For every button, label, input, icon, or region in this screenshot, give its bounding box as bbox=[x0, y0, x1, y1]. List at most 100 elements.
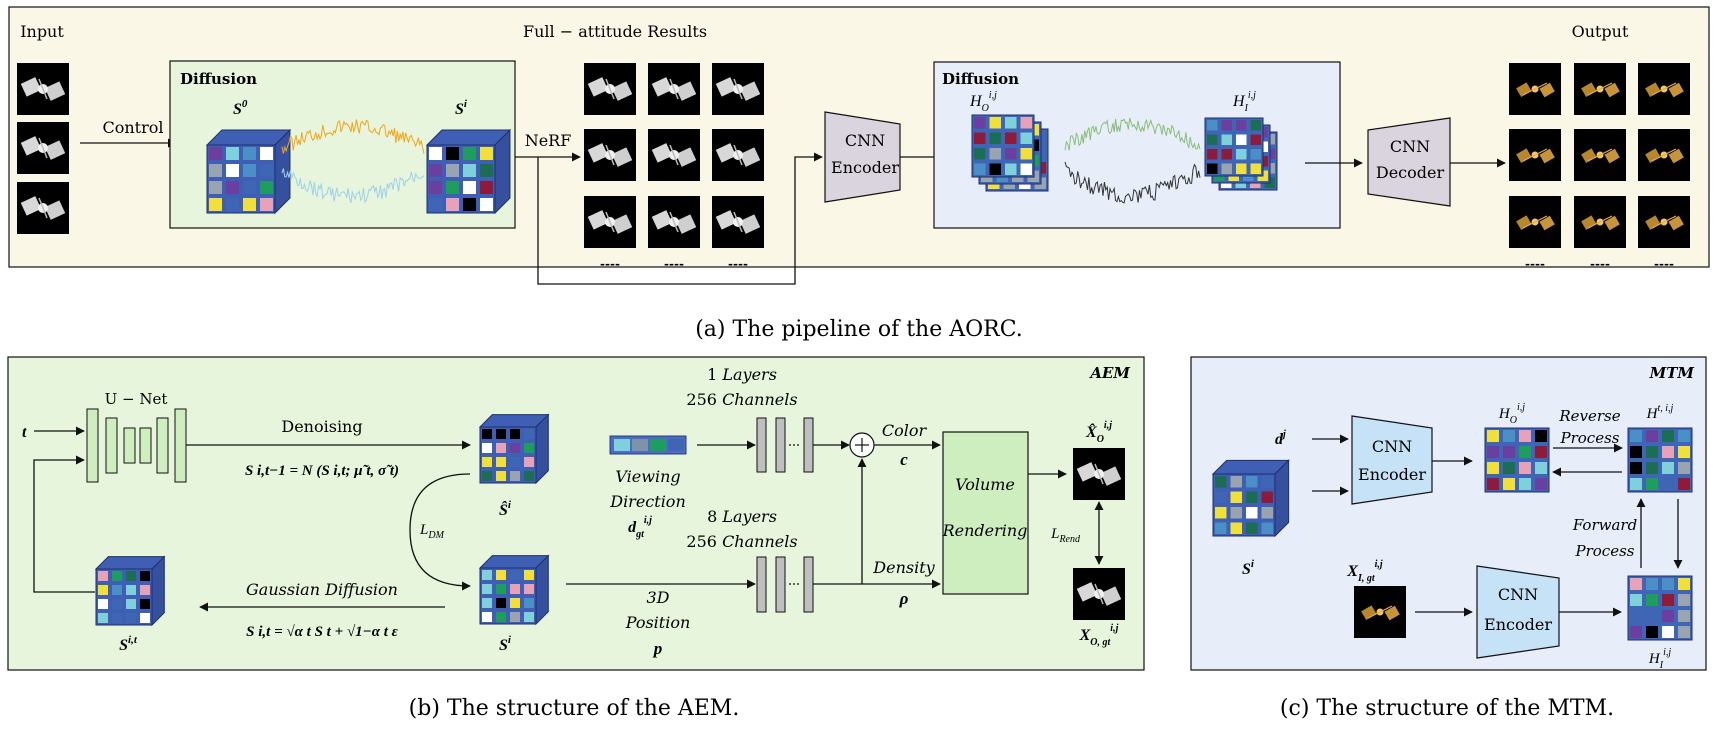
grid-cell bbox=[1535, 446, 1547, 458]
cube-cell bbox=[510, 457, 520, 467]
grid-cell bbox=[1250, 120, 1261, 131]
output-image bbox=[1508, 195, 1562, 249]
feature-ht bbox=[1627, 427, 1693, 493]
cube-cell bbox=[1230, 507, 1242, 519]
mlp-layer bbox=[775, 417, 786, 473]
cube-cell bbox=[260, 147, 273, 160]
cube-cell bbox=[524, 429, 534, 439]
s0-label: S0 bbox=[233, 98, 248, 118]
cube-cell bbox=[446, 147, 459, 160]
cube-cell bbox=[524, 584, 534, 594]
cube-cell bbox=[429, 147, 442, 160]
cube-cell bbox=[429, 164, 442, 177]
grid-cell bbox=[1020, 132, 1032, 144]
denoising-label: Denoising bbox=[281, 417, 362, 436]
cube-cell bbox=[524, 457, 534, 467]
cube-cell bbox=[524, 471, 534, 481]
grid-cell bbox=[1646, 430, 1658, 442]
cube-cell bbox=[496, 612, 506, 622]
output-image bbox=[1637, 62, 1691, 116]
input-images bbox=[16, 62, 70, 235]
mtm-tag: MTM bbox=[1649, 364, 1695, 382]
cube-cell bbox=[260, 181, 273, 194]
cube-cell bbox=[243, 198, 256, 211]
ldm-label: LDM bbox=[419, 522, 445, 541]
grid-cell bbox=[1678, 610, 1690, 622]
cube-cell bbox=[482, 471, 492, 481]
ho-label-c: HOi,j bbox=[1498, 402, 1525, 426]
reverse-line2: Process bbox=[1560, 429, 1620, 447]
results-label: Full − attitude Results bbox=[523, 22, 707, 41]
grid-cell bbox=[974, 148, 986, 160]
cnn-decoder-line2: Decoder bbox=[1376, 163, 1445, 182]
xhat-label: X̂Oi,j bbox=[1085, 420, 1112, 445]
cube-cell bbox=[524, 570, 534, 580]
cube-cell bbox=[480, 147, 493, 160]
grid-cell bbox=[1503, 446, 1515, 458]
vector-cell bbox=[650, 439, 666, 451]
grid-cell bbox=[1487, 478, 1499, 490]
layers8-label: 8 Layers bbox=[707, 507, 777, 526]
cube-s-hat bbox=[478, 413, 550, 485]
grid-cell bbox=[1646, 446, 1658, 458]
grid-cell bbox=[1646, 610, 1658, 622]
cube-cell bbox=[126, 571, 136, 581]
input-image bbox=[16, 121, 70, 175]
grid-cell bbox=[1630, 594, 1642, 606]
grid-cell bbox=[1020, 163, 1032, 175]
channels1-label: 256 Channels bbox=[686, 390, 797, 409]
grid-cell bbox=[1487, 430, 1499, 442]
grid-cell bbox=[1662, 446, 1674, 458]
cube-cell bbox=[1246, 522, 1258, 534]
grid-cell bbox=[1678, 626, 1690, 638]
output-image bbox=[1508, 128, 1562, 182]
control-label: Control bbox=[102, 118, 163, 137]
cube-side bbox=[494, 128, 511, 215]
cube-side bbox=[535, 413, 549, 485]
result-image bbox=[647, 195, 701, 249]
cnn-encoder-c2-line1: CNN bbox=[1498, 585, 1538, 604]
cnn-encoder-a-line1: CNN bbox=[845, 131, 885, 150]
cube-cell bbox=[496, 584, 506, 594]
cube-cell bbox=[482, 429, 492, 439]
grid-cell bbox=[1678, 578, 1690, 590]
cube-cell bbox=[482, 457, 492, 467]
grid-cell bbox=[1020, 148, 1032, 160]
cube-cell bbox=[482, 598, 492, 608]
unet-layer bbox=[105, 417, 118, 474]
d-gt-label: dgti,j bbox=[628, 515, 652, 540]
grid-cell bbox=[1678, 446, 1690, 458]
grid-cell bbox=[1678, 430, 1690, 442]
p-label: p bbox=[652, 639, 663, 658]
cube-cell bbox=[226, 181, 239, 194]
cnn-encoder-c1-line2: Encoder bbox=[1358, 465, 1426, 484]
result-image bbox=[711, 128, 765, 182]
cube-cell bbox=[496, 443, 506, 453]
grid-cell bbox=[1236, 134, 1247, 145]
s-hat-label: Ŝi bbox=[499, 499, 512, 519]
cnn-encoder-c2 bbox=[1476, 565, 1560, 659]
grid-cell bbox=[974, 132, 986, 144]
cnn-decoder bbox=[1367, 117, 1451, 207]
hi-label-c: HIi,j bbox=[1648, 647, 1671, 671]
cube-cell bbox=[496, 598, 506, 608]
reverse-line1: Reverse bbox=[1558, 407, 1620, 425]
grid-cell bbox=[1662, 610, 1674, 622]
mlp-1-layer bbox=[756, 417, 814, 473]
vector-cell bbox=[668, 439, 684, 451]
cube-cell bbox=[1246, 476, 1258, 488]
result-image bbox=[711, 62, 765, 116]
dots: ---- bbox=[728, 257, 748, 271]
cube-cell bbox=[226, 147, 239, 160]
panel-a: Input Full − attitude Results Output Con… bbox=[8, 6, 1710, 285]
output-image bbox=[1637, 128, 1691, 182]
dots: ---- bbox=[1525, 257, 1545, 271]
cnn-decoder-line1: CNN bbox=[1390, 137, 1430, 156]
cube-cell bbox=[140, 571, 150, 581]
cube-cell bbox=[126, 613, 136, 623]
cube-cell bbox=[1261, 507, 1273, 519]
caption-c: (c) The structure of the MTM. bbox=[1280, 696, 1614, 721]
ground-truth-image bbox=[1072, 567, 1126, 621]
grid-cell bbox=[1519, 446, 1531, 458]
pos-line2: Position bbox=[625, 613, 691, 632]
